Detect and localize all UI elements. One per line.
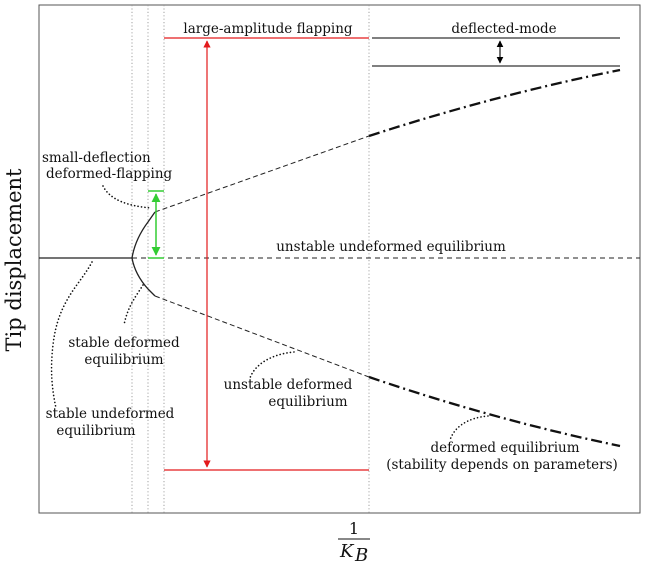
- unstable-deformed-upper: [154, 135, 370, 213]
- region-label-large-amplitude: large-amplitude flapping: [183, 21, 353, 37]
- deformed-eq-upper: [368, 68, 621, 138]
- leader-stable-deformed: [123, 284, 144, 326]
- leader-small-deflection: [102, 185, 152, 209]
- stable-deformed-lower: [131, 257, 156, 297]
- x-axis-denominator: K: [339, 541, 355, 561]
- leader-stable-undeformed: [50, 261, 93, 409]
- annotation-unstable-deformed-2: equilibrium: [268, 394, 347, 410]
- annotation-small-deflection-2: deformed-flapping: [46, 166, 173, 182]
- annotation-deformed-eq-2: (stability depends on parameters): [386, 457, 618, 473]
- large-amplitude-arrow: [164, 37, 369, 471]
- annotation-stable-deformed-2: equilibrium: [84, 352, 163, 368]
- x-axis-numerator: 1: [349, 519, 359, 538]
- leader-deformed-eq: [449, 415, 489, 441]
- annotation-stable-undeformed-1: stable undeformed: [46, 406, 175, 422]
- guide-lines: [131, 5, 370, 513]
- x-axis-label: 1 K B: [338, 519, 370, 561]
- unstable-deformed-lower: [154, 295, 370, 378]
- leader-lines: [50, 185, 489, 441]
- x-axis-denominator-subscript: B: [354, 545, 368, 561]
- y-axis-label: Tip displacement: [2, 168, 26, 352]
- region-label-deflected-mode: deflected-mode: [451, 21, 556, 37]
- small-deflection-arrow: [148, 190, 164, 259]
- plot-frame: [38, 4, 641, 514]
- annotation-stable-undeformed-2: equilibrium: [56, 423, 135, 439]
- deformed-eq-lower: [368, 375, 621, 448]
- annotation-deformed-eq-1: deformed equilibrium: [430, 440, 579, 456]
- leader-unstable-deformed: [249, 351, 295, 379]
- annotation-unstable-deformed-1: unstable deformed: [224, 377, 353, 393]
- annotation-stable-deformed-1: stable deformed: [68, 335, 180, 351]
- deflected-mode-arrow: [372, 37, 620, 67]
- annotation-small-deflection-1: small-deflection: [42, 150, 151, 166]
- annotation-unstable-undeformed: unstable undeformed equilibrium: [276, 239, 506, 255]
- stable-deformed-upper: [131, 211, 156, 259]
